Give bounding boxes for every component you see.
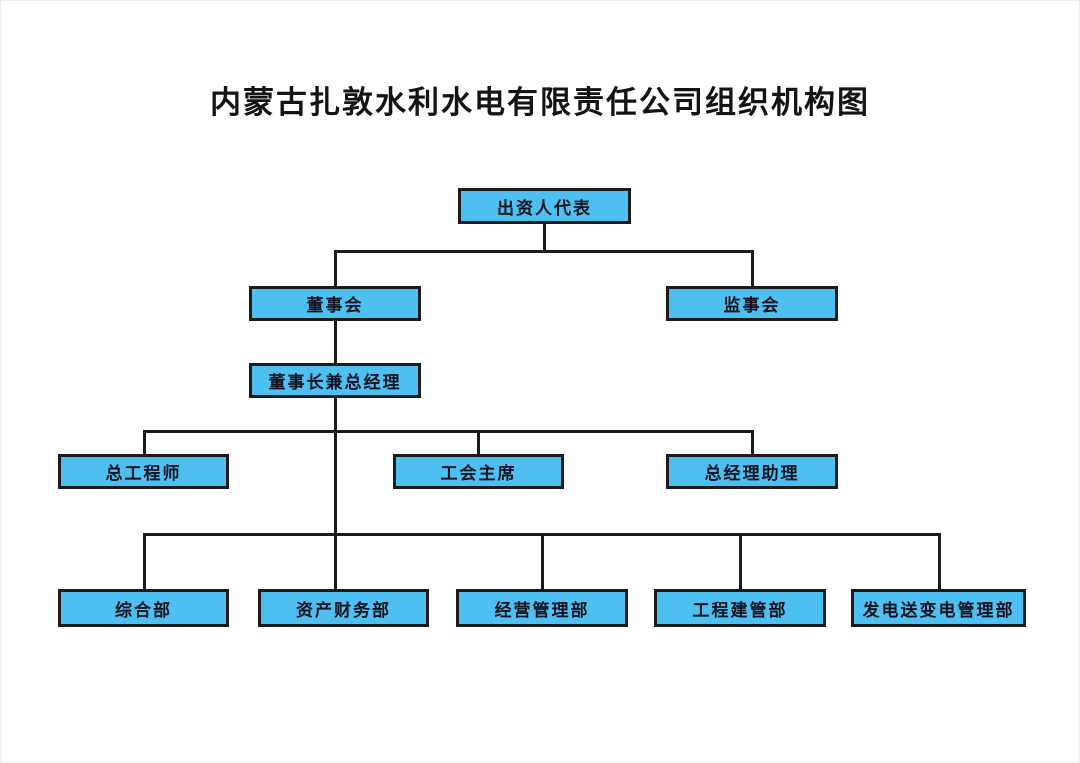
connector-chief-engineer-drop <box>142 431 146 454</box>
org-node-board-of-directors: 董事会 <box>249 286 421 321</box>
org-node-asset-finance-department: 资产财务部 <box>258 589 429 627</box>
org-node-general-department: 综合部 <box>58 589 229 627</box>
org-node-union-chairman: 工会主席 <box>393 454 564 489</box>
org-node-gm-assistant: 总经理助理 <box>666 454 838 489</box>
page-title: 内蒙古扎敦水利水电有限责任公司组织机构图 <box>210 85 870 120</box>
org-node-operation-management-department: 经营管理部 <box>456 589 628 627</box>
org-node-supervisory-board: 监事会 <box>666 286 838 321</box>
connector-supervisory-drop <box>750 251 754 286</box>
connector-union-chairman-drop <box>477 431 480 454</box>
connector-board-drop <box>333 251 337 286</box>
connector-level2-bus <box>333 249 754 253</box>
org-node-chairman-general-manager: 董事长兼总经理 <box>249 363 421 398</box>
connector-board-to-chairman <box>333 321 337 363</box>
org-node-chief-engineer: 总工程师 <box>58 454 229 489</box>
connector-level4-bus <box>142 429 754 433</box>
connector-construction-dept-drop <box>738 534 742 589</box>
connector-power-dept-drop <box>937 534 941 589</box>
connector-operation-dept-drop <box>540 534 544 589</box>
org-node-investor-representative: 出资人代表 <box>458 188 631 224</box>
connector-chairman-trunk <box>333 398 337 589</box>
connector-general-dept-drop <box>142 534 146 589</box>
org-node-power-transmission-management-department: 发电送变电管理部 <box>851 589 1026 627</box>
connector-gm-assistant-drop <box>750 431 754 454</box>
connector-investor-drop <box>542 224 546 252</box>
org-node-construction-management-department: 工程建管部 <box>654 589 826 627</box>
